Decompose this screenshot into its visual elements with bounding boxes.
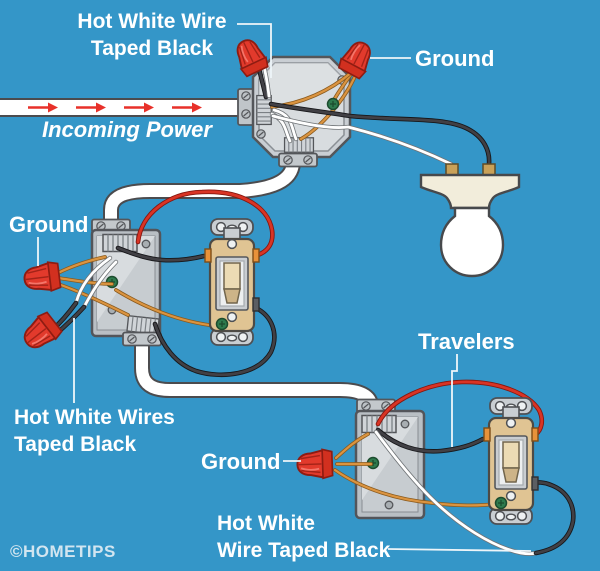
label-line: Taped Black <box>90 37 214 60</box>
hometips-logo: ©HOMETIPS <box>10 542 116 561</box>
switch-box-2-wires <box>333 379 576 556</box>
leader-lines <box>37 23 532 552</box>
switch-box-1-wires <box>49 189 277 378</box>
label-line: Taped Black <box>14 433 137 456</box>
light-bulb-fixture <box>419 163 521 278</box>
wire-nut-icon <box>21 260 62 295</box>
label-line: Hot White Wire <box>77 10 227 33</box>
junction-box-wires <box>255 59 492 167</box>
flow-arrow-icon <box>172 102 202 113</box>
label-line: Hot White Wires <box>14 406 175 429</box>
label-incoming-power: Incoming Power <box>42 117 212 142</box>
label-hot-white-wire-top: Hot White Wire Taped Black <box>62 8 242 62</box>
three-way-switch-1 <box>205 219 259 345</box>
junction-ground-screw <box>326 97 340 111</box>
label-hot-white-wire-switch2: Hot White Wire Taped Black <box>217 510 390 564</box>
wire-nut-icon <box>295 448 334 481</box>
label-line: Hot White <box>217 512 315 535</box>
label-ground-switch2: Ground <box>201 449 281 474</box>
label-hot-white-wires-switch1: Hot White Wires Taped Black <box>14 404 175 458</box>
flow-arrow-icon <box>76 102 106 113</box>
flow-arrow-icon <box>28 102 58 113</box>
label-line: Wire Taped Black <box>217 539 391 562</box>
label-travelers: Travelers <box>418 329 515 354</box>
flow-arrows <box>28 102 202 113</box>
label-ground-switch1: Ground <box>9 212 89 237</box>
label-ground-junction: Ground <box>415 46 495 71</box>
wire-nut-icon <box>17 309 65 356</box>
flow-arrow-icon <box>124 102 154 113</box>
cable-box1-to-box2 <box>142 340 371 416</box>
three-way-switch-2 <box>484 398 538 524</box>
